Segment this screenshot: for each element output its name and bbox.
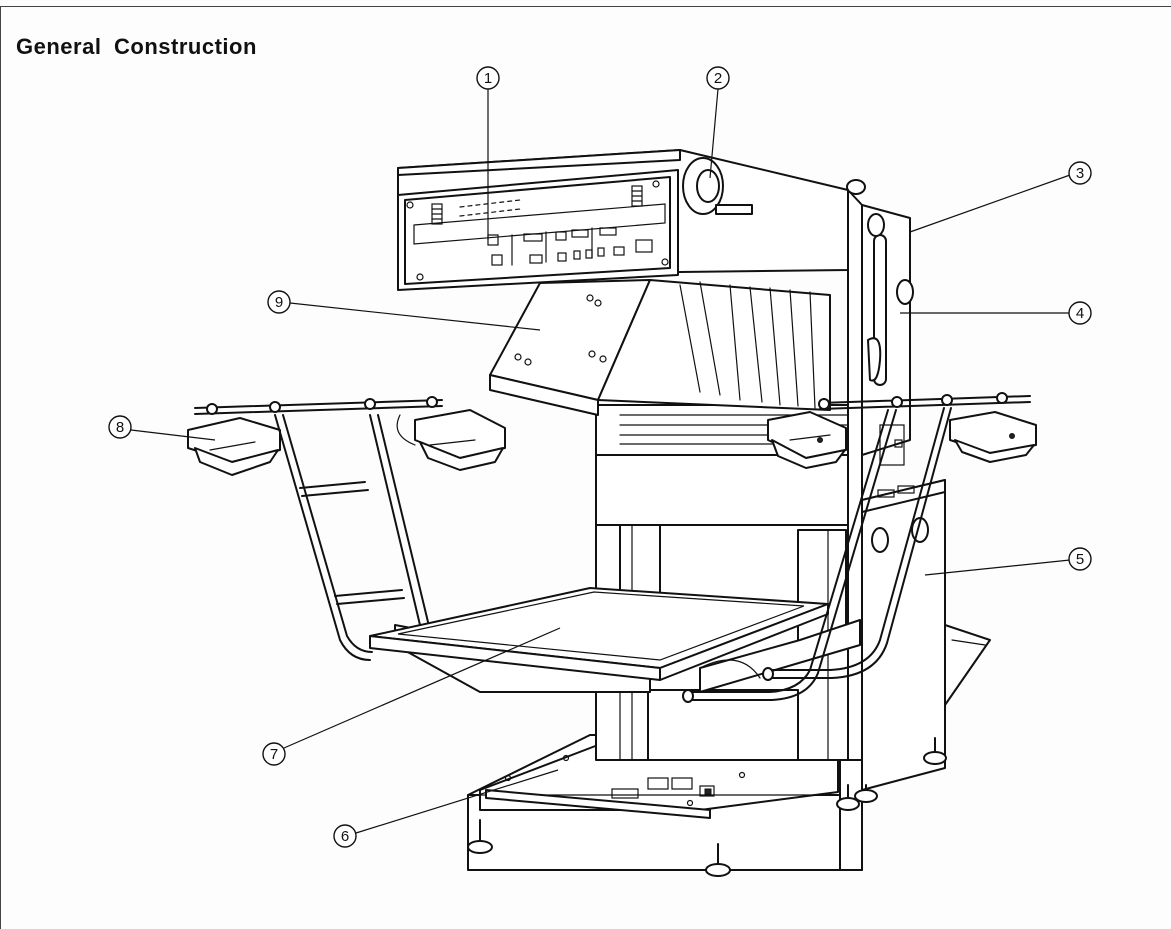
- frame-top-border: [0, 6, 1171, 7]
- callout-5: 5: [1068, 547, 1092, 571]
- vertical-post: [846, 179, 914, 761]
- callout-9-label: 9: [275, 294, 283, 311]
- callout-1: 1: [476, 66, 500, 90]
- callout-5-label: 5: [1076, 551, 1084, 568]
- lens-bellows: [489, 279, 831, 416]
- callout-2: 2: [706, 66, 730, 90]
- callout-6-label: 6: [341, 828, 349, 845]
- callout-8-label: 8: [116, 419, 124, 436]
- right-lamp-arm: [682, 392, 1037, 703]
- callout-9: 9: [267, 290, 291, 314]
- side-housing: [836, 479, 991, 811]
- leader-lines: [130, 88, 1071, 834]
- focus-knob: [682, 157, 753, 215]
- callout-4: 4: [1068, 301, 1092, 325]
- frame-left-border: [0, 6, 1, 929]
- callout-8: 8: [108, 415, 132, 439]
- head-unit: [397, 149, 849, 291]
- base-unit: [467, 734, 863, 877]
- callout-7: 7: [262, 742, 286, 766]
- callout-2-label: 2: [714, 70, 722, 87]
- callout-3-label: 3: [1076, 165, 1084, 182]
- page-title: General Construction: [16, 34, 257, 59]
- callout-4-label: 4: [1076, 305, 1084, 322]
- left-lamp-arm: [187, 396, 506, 661]
- callout-7-label: 7: [270, 746, 278, 763]
- callout-1-label: 1: [484, 70, 492, 87]
- callout-6: 6: [333, 824, 357, 848]
- callout-3: 3: [1068, 161, 1092, 185]
- copy-board: [369, 587, 861, 693]
